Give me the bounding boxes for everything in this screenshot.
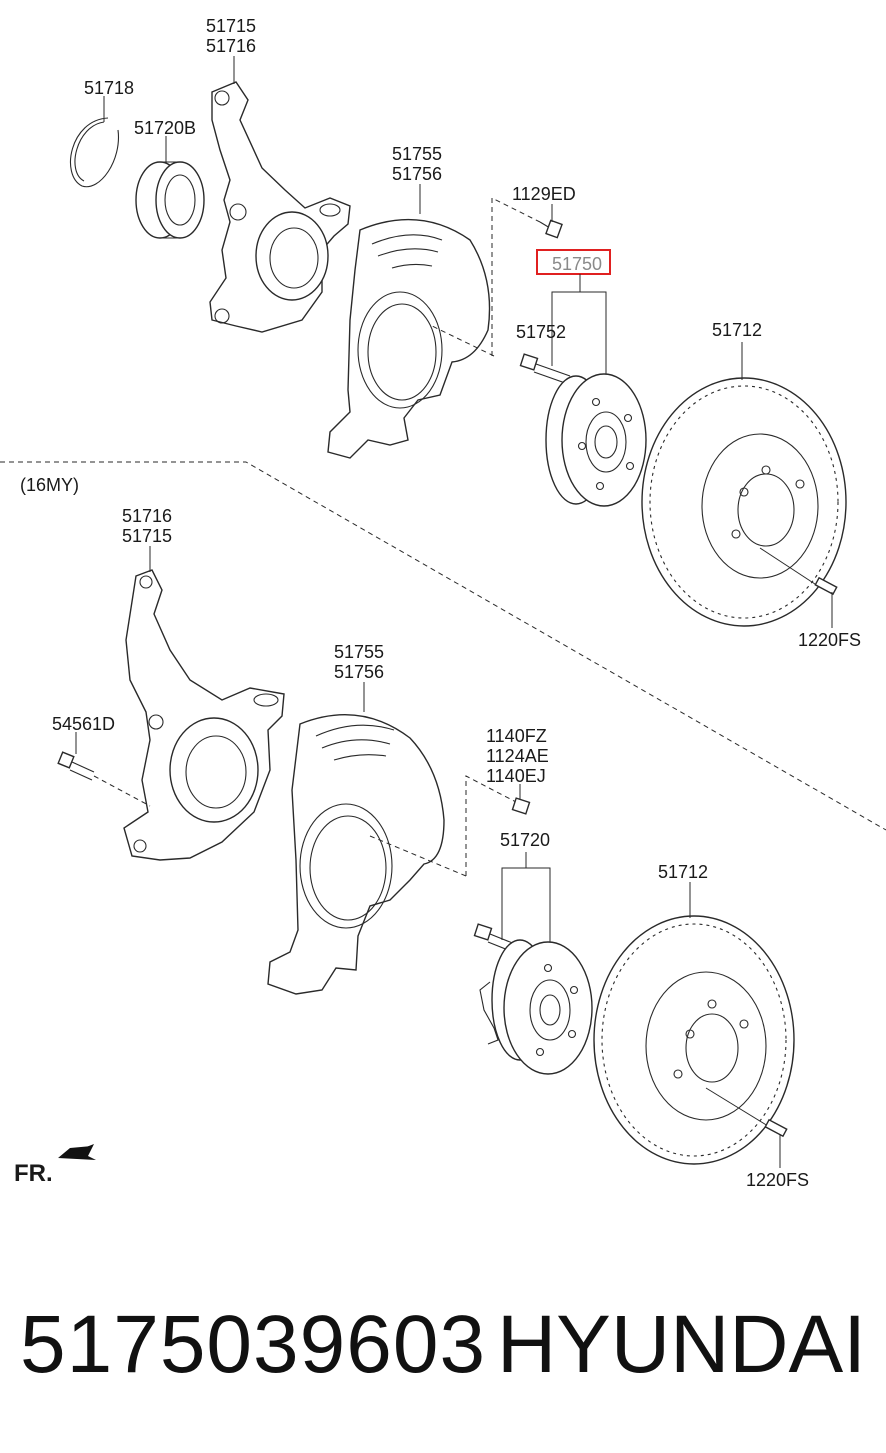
highlight-box-51750	[536, 249, 611, 275]
part-number: 5175039603	[20, 1299, 487, 1390]
label-1220FS-top: 1220FS	[798, 630, 861, 650]
label-51756-bottom: 51756	[334, 662, 384, 682]
steering-knuckle-top[interactable]	[209, 81, 351, 333]
label-51755-top: 51755	[392, 144, 442, 164]
label-51716-bottom: 51716	[122, 506, 172, 526]
label-1129ED: 1129ED	[512, 184, 576, 204]
label-51715-top: 51715	[206, 16, 256, 36]
dust-cover-bottom[interactable]	[267, 714, 445, 995]
brake-disc-bottom[interactable]	[593, 915, 795, 1165]
label-51715-bottom: 51715	[122, 526, 172, 546]
label-1140FZ: 1140FZ	[486, 726, 547, 746]
label-1140EJ: 1140EJ	[486, 766, 546, 786]
wheel-hub-bottom[interactable]	[479, 939, 593, 1075]
label-16MY: (16MY)	[20, 475, 79, 495]
front-arrow-icon	[58, 1144, 96, 1160]
bolt-1129ED[interactable]	[539, 219, 563, 239]
label-51712-bottom: 51712	[658, 862, 708, 882]
knuckle-bolt-54561D[interactable]	[57, 751, 95, 781]
screw-1220FS-top[interactable]	[814, 576, 838, 596]
label-51716-top: 51716	[206, 36, 256, 56]
label-1220FS-bottom: 1220FS	[746, 1170, 809, 1190]
label-51750[interactable]: 51750	[552, 254, 602, 274]
label-54561D: 54561D	[52, 714, 115, 734]
label-51752: 51752	[516, 322, 566, 342]
label-1124AE: 1124AE	[486, 746, 549, 766]
brand-name: HYUNDAI	[496, 1299, 866, 1390]
label-51712-top: 51712	[712, 320, 762, 340]
bolt-1140FZ[interactable]	[511, 797, 531, 815]
steering-knuckle-bottom[interactable]	[123, 569, 285, 861]
front-direction-label: FR.	[14, 1160, 53, 1187]
brake-disc-top[interactable]	[641, 377, 847, 627]
snap-ring-51718[interactable]	[69, 117, 119, 188]
hub-bolt-51752[interactable]	[519, 353, 571, 385]
screw-1220FS-bottom[interactable]	[764, 1118, 788, 1138]
dust-cover-top[interactable]	[327, 218, 491, 459]
label-51756-top: 51756	[392, 164, 442, 184]
wheel-bearing-51720B[interactable]	[135, 161, 205, 239]
label-51720: 51720	[500, 830, 550, 850]
label-51718: 51718	[84, 78, 134, 98]
footer: 5175039603 HYUNDAI	[0, 1290, 886, 1400]
label-51720B: 51720B	[134, 118, 196, 138]
label-51755-bottom: 51755	[334, 642, 384, 662]
wheel-hub-top[interactable]	[545, 373, 647, 507]
exploded-parts-diagram: 51715 51716 51718 51720B 51755 51756 112…	[0, 16, 886, 1190]
